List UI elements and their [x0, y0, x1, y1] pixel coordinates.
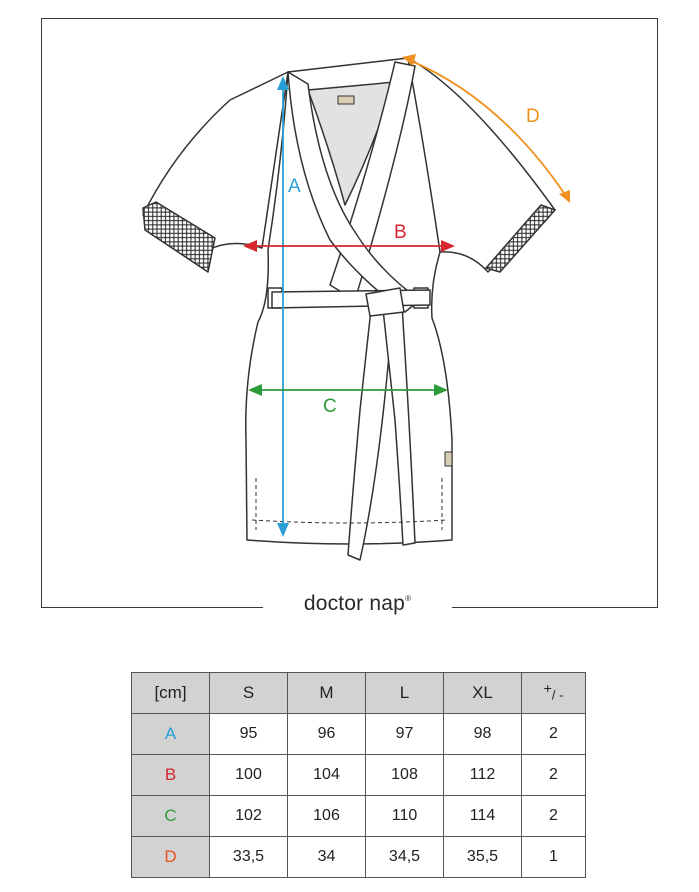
- label-a: A: [288, 176, 301, 197]
- right-sleeve: [407, 57, 556, 273]
- label-c: C: [323, 396, 337, 417]
- cell-tolerance: 2: [521, 713, 586, 755]
- cell: 33,5: [209, 836, 288, 878]
- cell: 110: [365, 795, 444, 837]
- right-lace-cuff: [485, 204, 556, 273]
- measure-a: [277, 76, 289, 537]
- cell: 96: [287, 713, 366, 755]
- corner-cell: [cm]: [131, 672, 210, 714]
- tolerance-minus: / -: [551, 687, 564, 703]
- cell: 95: [209, 713, 288, 755]
- measure-b: [243, 240, 455, 252]
- cell: 34,5: [365, 836, 444, 878]
- brand-registered-mark: ®: [405, 594, 412, 603]
- table-row: C 102 106 110 114 2: [131, 795, 586, 837]
- cell-tolerance: 2: [521, 795, 586, 837]
- measure-c: [248, 384, 448, 396]
- left-lace-cuff: [142, 201, 216, 273]
- row-label-c: C: [131, 795, 210, 837]
- cell: 100: [209, 754, 288, 796]
- cell: 114: [443, 795, 522, 837]
- measure-d: [402, 54, 570, 203]
- header-size-s: S: [209, 672, 288, 714]
- row-label-b: B: [131, 754, 210, 796]
- brand-name: doctor nap: [303, 592, 406, 615]
- table-row: B 100 104 108 112 2: [131, 754, 586, 796]
- frame-bottom-right: [452, 607, 658, 608]
- cell: 98: [443, 713, 522, 755]
- belt-tie-right: [381, 299, 416, 546]
- header-tolerance: +/ -: [521, 672, 586, 714]
- row-label-a: A: [131, 713, 210, 755]
- label-d: D: [526, 106, 540, 127]
- cell: 108: [365, 754, 444, 796]
- header-size-xl: XL: [443, 672, 522, 714]
- cell: 104: [287, 754, 366, 796]
- hem-stitch: [251, 519, 447, 524]
- neck-label: [337, 95, 355, 105]
- label-b: B: [394, 222, 407, 243]
- belt-tie-left: [347, 299, 393, 561]
- brand-logo: doctor nap®: [263, 592, 452, 616]
- frame-bottom-left: [41, 607, 263, 608]
- cell: 102: [209, 795, 288, 837]
- header-size-m: M: [287, 672, 366, 714]
- illustration-frame: [41, 18, 658, 608]
- table-row: D 33,5 34 34,5 35,5 1: [131, 836, 586, 878]
- table-row: A 95 96 97 98 2: [131, 713, 586, 755]
- cell: 35,5: [443, 836, 522, 878]
- header-size-l: L: [365, 672, 444, 714]
- cell-tolerance: 2: [521, 754, 586, 796]
- cell: 112: [443, 754, 522, 796]
- tolerance-plus: +: [543, 681, 552, 698]
- belt-knot: [365, 287, 405, 317]
- side-tag: [444, 451, 453, 467]
- cell: 97: [365, 713, 444, 755]
- row-label-d: D: [131, 836, 210, 878]
- cell: 106: [287, 795, 366, 837]
- size-table: [cm] S M L XL +/ - A 95 96 97 98 2 B 100…: [131, 672, 586, 878]
- robe-drawing: [142, 57, 556, 561]
- size-table-header: [cm] S M L XL +/ -: [131, 672, 586, 714]
- belt: [271, 289, 431, 309]
- cell: 34: [287, 836, 366, 878]
- cell-tolerance: 1: [521, 836, 586, 878]
- collar-left: [287, 71, 421, 313]
